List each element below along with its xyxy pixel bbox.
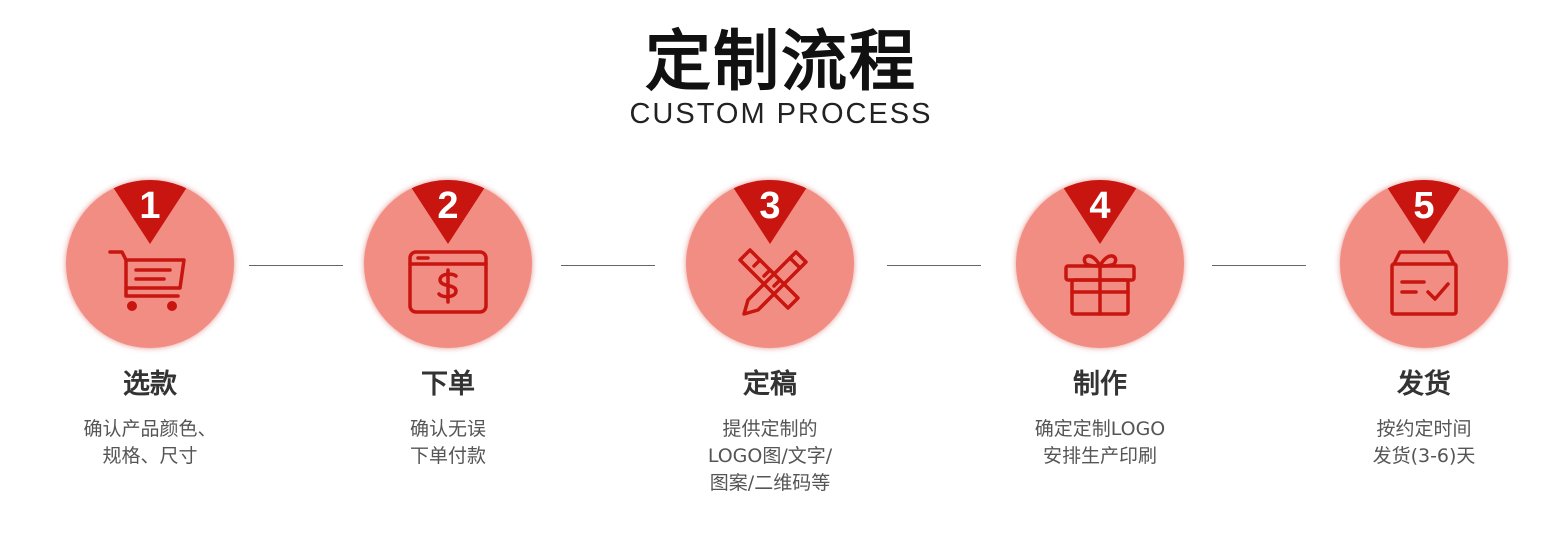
desc-line: 发货(3-6)天 (1372, 445, 1476, 467)
step-description: 确认产品颜色、 规格、尺寸 (0, 416, 300, 470)
step-number: 4 (1089, 185, 1111, 227)
shopping-cart-icon (108, 250, 186, 311)
step-number: 1 (139, 185, 161, 227)
desc-line: 确定定制LOGO (1034, 418, 1166, 440)
step-title: 发货 (1397, 369, 1451, 400)
step-number-badge (405, 180, 491, 244)
step-description: 按约定时间 发货(3-6)天 (1274, 416, 1562, 470)
step-circle: 3 (686, 180, 854, 348)
desc-line: LOGO图/文字/ (707, 445, 833, 467)
pencil-ruler-icon (738, 248, 808, 316)
desc-line: 确认产品颜色、 (83, 418, 217, 440)
step-circle: 4 (1016, 180, 1184, 348)
step-connector (249, 265, 343, 266)
step-description: 确定定制LOGO 安排生产印刷 (950, 416, 1250, 470)
step-number-badge (1057, 180, 1143, 244)
desc-line: 规格、尺寸 (102, 445, 198, 467)
step-circle: 5 (1340, 180, 1508, 348)
step-title: 定稿 (743, 369, 797, 400)
page-title: 定制流程 (645, 23, 917, 100)
step-title: 选款 (123, 369, 177, 400)
step-circle: 1 (66, 180, 234, 348)
desc-line: 按约定时间 (1376, 418, 1472, 440)
desc-line: 下单付款 (409, 445, 486, 467)
step-circle: 2 (364, 180, 532, 348)
step-description: 提供定制的 LOGO图/文字/ 图案/二维码等 (620, 416, 920, 497)
step-number: 5 (1413, 185, 1435, 227)
step-number: 2 (437, 185, 459, 227)
gift-box-icon (1064, 254, 1136, 316)
step-connector (561, 265, 655, 266)
delivery-box-icon (1390, 250, 1458, 316)
desc-line: 安排生产印刷 (1042, 445, 1157, 467)
desc-line: 图案/二维码等 (709, 472, 831, 494)
step-number: 3 (759, 185, 781, 227)
desc-line: 提供定制的 (722, 418, 818, 440)
page-subtitle: CUSTOM PROCESS (629, 98, 933, 130)
step-connector (887, 265, 981, 266)
step-title: 下单 (421, 369, 475, 400)
step-number-badge (107, 180, 193, 244)
step-number-badge (1381, 180, 1467, 244)
desc-line: 确认无误 (409, 418, 486, 440)
step-connector (1212, 265, 1306, 266)
step-title: 制作 (1073, 369, 1127, 400)
step-description: 确认无误 下单付款 (298, 416, 598, 470)
step-number-badge (727, 180, 813, 244)
payment-dollar-icon (408, 250, 488, 314)
